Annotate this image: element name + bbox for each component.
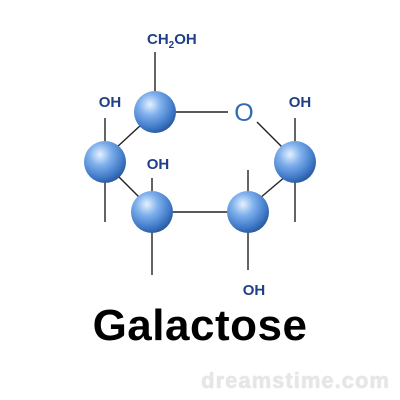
watermark: dreamstime.com <box>201 368 390 393</box>
ch2oh-label: CH2OH <box>147 31 197 51</box>
molecule-name-title: Galactose <box>92 301 308 350</box>
ring-bonds <box>115 111 287 213</box>
bond-c2-c1 <box>259 175 287 199</box>
ch2oh-subscript: 2 <box>169 40 175 51</box>
oh-label-center: OH <box>147 156 170 173</box>
ch2oh-tail: OH <box>174 31 197 48</box>
substituent-bonds <box>104 52 296 275</box>
ch2oh-main: CH <box>147 31 169 48</box>
oh-label-top-right: OH <box>289 94 312 111</box>
oh-label-bottom: OH <box>243 282 266 299</box>
bond-c4-c3 <box>115 173 141 199</box>
carbon-atom-c4 <box>84 141 126 183</box>
carbon-atom-c5 <box>134 91 176 133</box>
bond-o-c1 <box>256 121 284 149</box>
ring-oxygen-label: O <box>234 99 253 127</box>
carbon-atom-c3 <box>131 191 173 233</box>
carbon-atom-c2 <box>227 191 269 233</box>
carbon-atom-c1 <box>274 141 316 183</box>
oh-label-top-left: OH <box>99 94 122 111</box>
bond-c5-c4 <box>115 123 143 149</box>
carbon-atoms <box>84 91 316 233</box>
